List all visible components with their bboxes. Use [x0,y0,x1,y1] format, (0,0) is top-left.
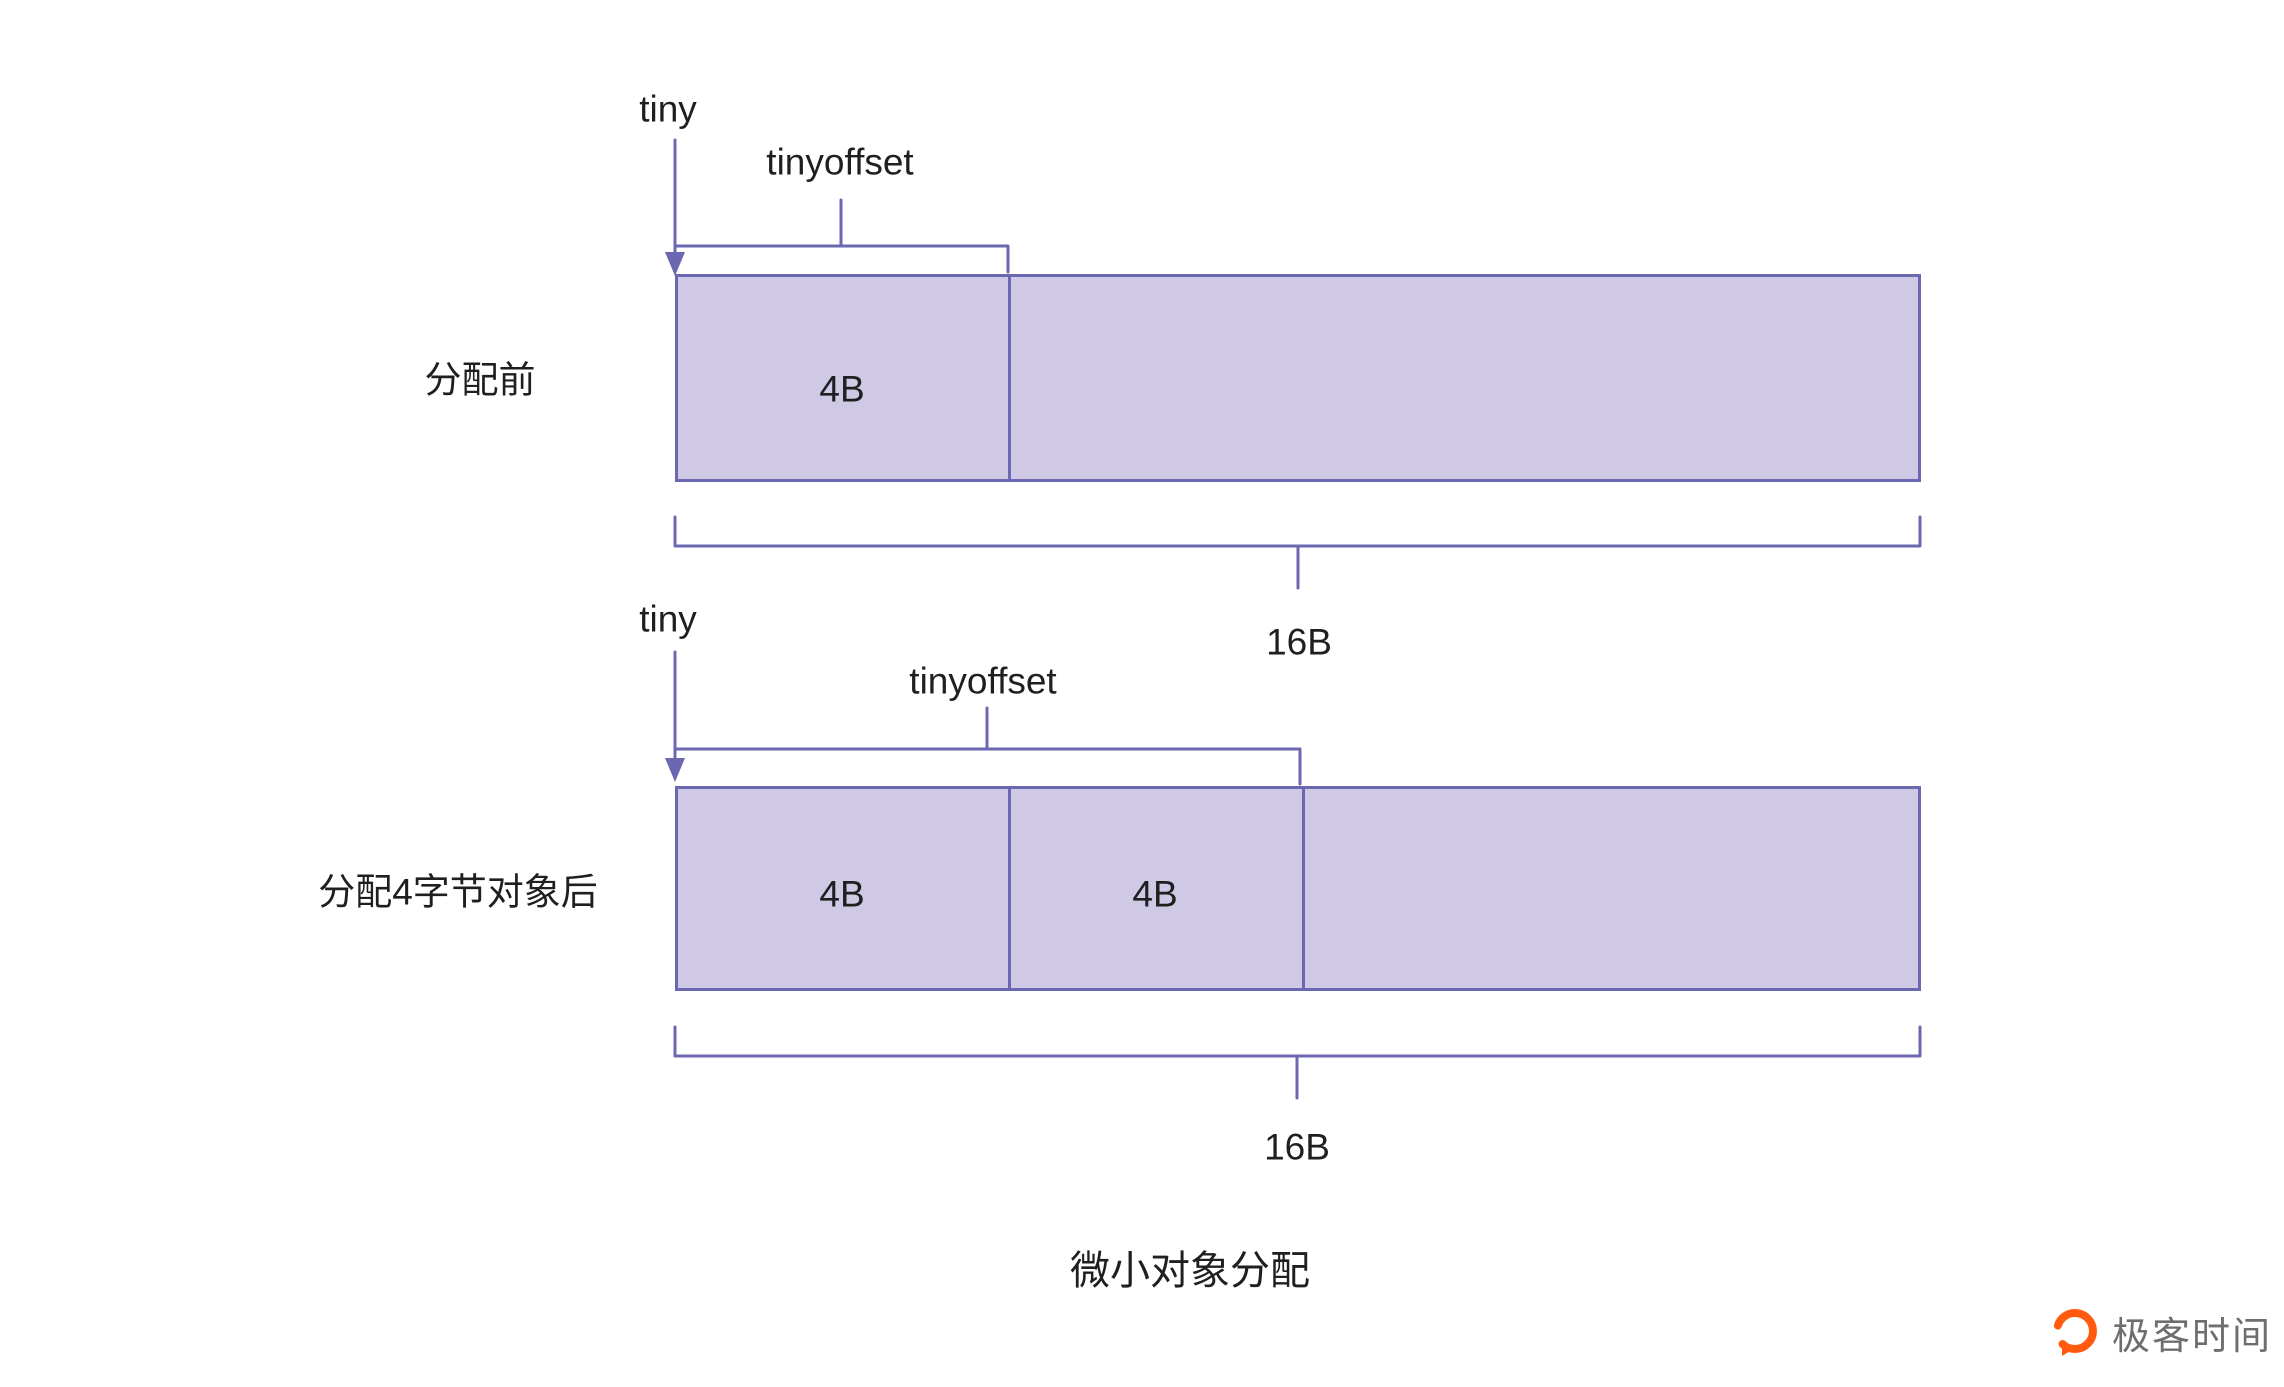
tiny-arrow-after [665,650,685,782]
width-brace-after [673,1025,1922,1058]
segment-label-before-4b: 4B [819,368,865,410]
geek-time-logo-text: 极客时间 [2112,1316,2273,1358]
row-label-after: 分配4字节对象后 [318,871,598,913]
tiny-arrow-before [665,138,685,276]
tinyoffset-brace-after [673,747,1302,786]
memory-block-after [675,786,1921,991]
width-brace-before [673,515,1922,548]
geek-time-logo-icon [2053,1308,2097,1356]
row-label-before: 分配前 [424,359,536,401]
segment-divider [1008,789,1011,988]
tinyoffset-brace-before [673,244,1010,274]
memory-block-before [675,274,1921,482]
segment-label-after-4b-1: 4B [819,873,865,915]
tinyoffset-label-after: tinyoffset [909,660,1057,702]
tiny-label-before: tiny [639,88,697,130]
total-label-after: 16B [1264,1126,1330,1168]
segment-divider [1302,789,1305,988]
segment-divider [1008,277,1011,479]
geek-time-logo: 极客时间 [2048,1305,2272,1360]
segment-label-after-4b-2: 4B [1132,873,1178,915]
tiny-label-after: tiny [639,598,697,640]
tinyoffset-label-before: tinyoffset [766,141,914,183]
diagram-caption: 微小对象分配 [1070,1249,1310,1293]
total-label-before: 16B [1266,621,1332,663]
